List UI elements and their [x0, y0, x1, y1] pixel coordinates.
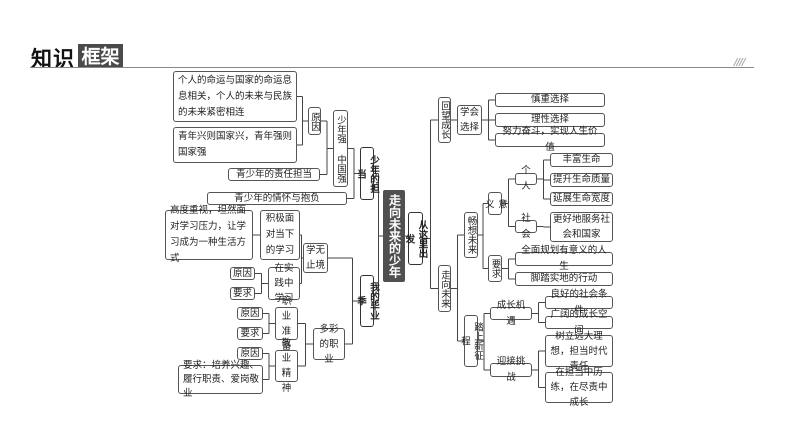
node-reason: 原因	[308, 107, 321, 135]
node-reason-youth-prosper: 青年兴则国家兴，青年强则国家强	[173, 127, 297, 163]
node-reason: 原因	[230, 267, 255, 280]
node-grow-in-responsibility: 在担当中历练，在尽责中成长	[545, 367, 613, 408]
node-value-study: 高度重视，坦然面对学习压力，让学习成为一种生活方式	[165, 205, 253, 264]
header-divider	[30, 67, 754, 68]
node-strong-youth-strong-nation: 少年强 中国强	[333, 110, 348, 187]
node-significance: 意义	[483, 192, 507, 215]
node-youth-duty: 青少年的责任担当	[228, 168, 320, 181]
node-lofty-ideals: 树立远大理想，担当时代责任	[545, 331, 613, 372]
node-colorful-careers: 多彩的职业	[313, 324, 345, 365]
node-face-current-study: 积极面对当下的学习	[260, 210, 300, 260]
node-meet-challenges: 迎接挑战	[490, 356, 532, 383]
node-improve-life-quality: 提升生命质量	[550, 173, 613, 187]
node-reason: 原因	[237, 347, 263, 360]
node-professional-dedication: 敬业精神	[275, 338, 298, 394]
node-requirement: 要求	[488, 255, 502, 282]
node-choose-carefully: 慎重选择	[495, 93, 605, 107]
node-reason-destiny: 个人的命运与国家的命运息息相关，个人的未来与民族的未来紧密相连	[173, 71, 297, 122]
node-graduation-season: 我的毕业季	[355, 275, 379, 327]
root-node: 走向未来的少年	[383, 190, 405, 282]
node-youth-responsibility: 少年的担当	[355, 147, 379, 200]
node-down-to-earth-action: 脚踏实地的行动	[515, 272, 613, 286]
node-envision-future: 畅想未来	[464, 212, 478, 258]
node-dedication-requirement: 要求：培养兴趣、履行职责、爱岗敬业	[178, 360, 263, 399]
node-requirement: 要求	[230, 287, 255, 300]
node-strive-life-value: 努力奋斗，实现人生价值	[495, 126, 605, 153]
node-endless-learning: 学无止境	[303, 243, 328, 273]
node-plan-meaningful-life: 全面规划有意义的人生	[515, 245, 613, 272]
node-choose-rationally: 理性选择	[495, 113, 605, 127]
node-look-back-growth: 回望成长	[438, 97, 451, 143]
node-learn-to-choose: 学会选择	[457, 105, 482, 135]
node-extend-life-width: 延展生命宽度	[550, 192, 613, 206]
node-learn-in-practice: 在实践中学习	[268, 263, 300, 304]
node-society: 社会	[515, 213, 537, 240]
node-new-journey: 踏上新征程	[459, 315, 483, 367]
node-requirement: 要求	[237, 327, 263, 340]
node-growth-opportunity: 成长机遇	[490, 300, 532, 327]
node-broad-growth-space: 广阔的成长空间	[545, 309, 613, 336]
node-reason: 原因	[237, 307, 263, 320]
node-individual: 个人	[515, 165, 537, 192]
header-title-framework: 框架	[78, 44, 123, 68]
node-youth-aspiration: 青少年的情怀与抱负	[207, 192, 347, 205]
node-enrich-life: 丰富生命	[550, 153, 613, 167]
node-toward-future: 走向未来	[438, 265, 451, 312]
node-serve-society: 更好地服务社会和国家	[550, 212, 613, 242]
node-start-from-here: 从这里出发	[404, 212, 428, 265]
header-decoration: ////	[734, 57, 746, 68]
